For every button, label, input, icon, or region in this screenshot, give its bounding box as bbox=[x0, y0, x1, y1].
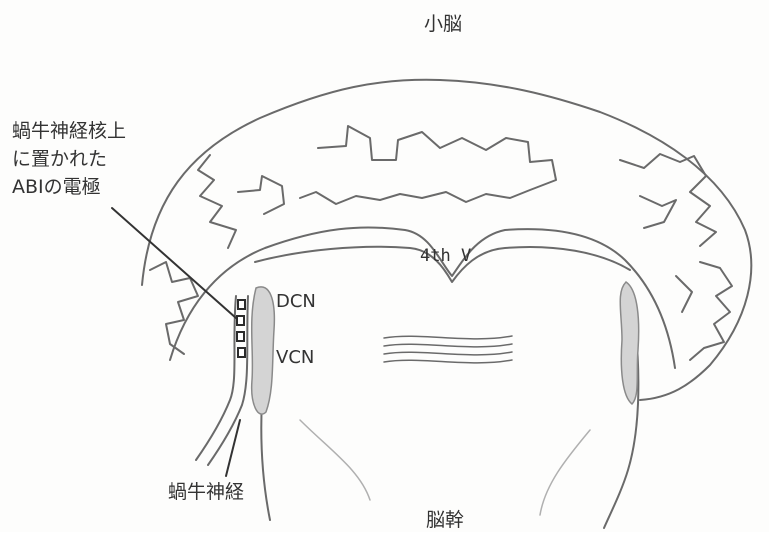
cochlear-nerve-label: 蝸牛神経 bbox=[168, 478, 244, 506]
brainstem-inner-left bbox=[300, 420, 370, 500]
striation-1 bbox=[384, 336, 512, 339]
folia-lower-right bbox=[676, 262, 732, 360]
electrode-contact-4 bbox=[238, 348, 245, 357]
cochlear-nerve-line-a bbox=[196, 296, 236, 460]
fourth-ventricle-label: 4th V bbox=[420, 242, 471, 270]
electrode-contact-1 bbox=[238, 300, 245, 309]
striation-2 bbox=[384, 344, 512, 347]
cerebellum-label: 小脳 bbox=[424, 10, 462, 38]
dcn-label: DCN bbox=[276, 288, 316, 316]
cochlear-nucleus-left bbox=[252, 287, 275, 414]
nerve-leader-line bbox=[226, 420, 240, 476]
striation-3 bbox=[384, 352, 512, 355]
electrode-contact-3 bbox=[237, 332, 244, 341]
electrode-contact-2 bbox=[237, 316, 244, 325]
abi-electrode-label: 蝸牛神経核上 に置かれた ABIの電極 bbox=[12, 117, 126, 201]
cerebellum-outline bbox=[142, 80, 751, 400]
folia-center bbox=[300, 126, 556, 204]
cochlear-nucleus-right bbox=[620, 282, 638, 404]
folia-lower-left bbox=[150, 262, 198, 354]
brainstem-inner-right bbox=[540, 430, 590, 515]
striation-4 bbox=[384, 360, 512, 363]
folia-right bbox=[620, 154, 716, 246]
folia-left bbox=[198, 155, 284, 248]
brainstem-label: 脳幹 bbox=[426, 506, 464, 534]
vcn-label: VCN bbox=[276, 344, 314, 372]
